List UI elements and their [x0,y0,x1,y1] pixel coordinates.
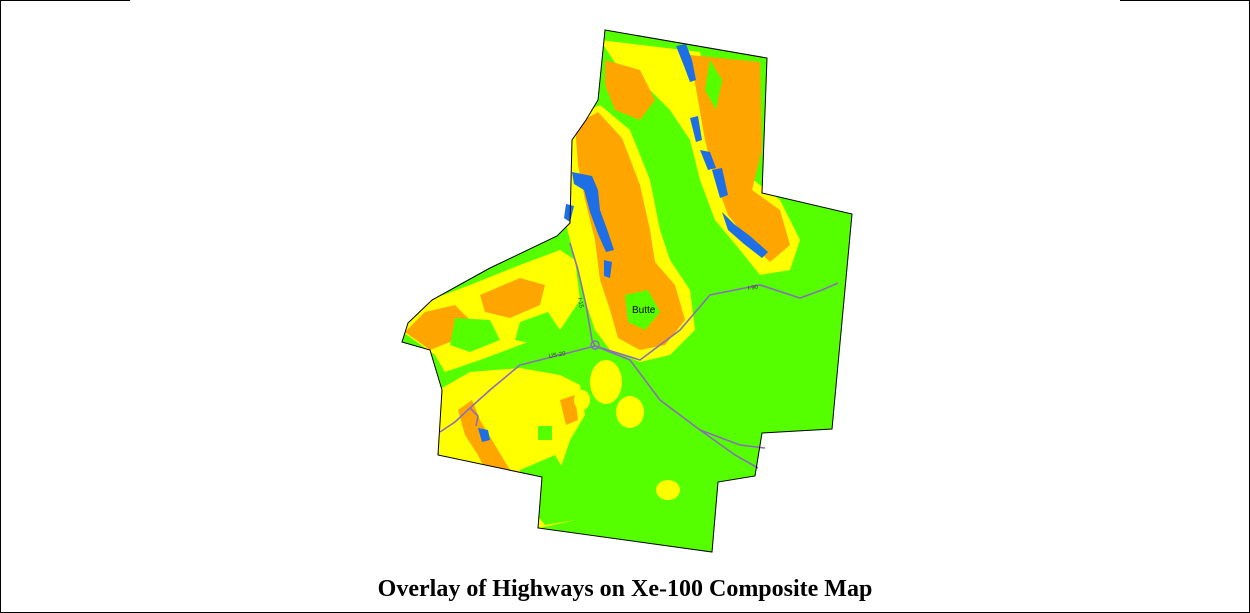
water-north-3 [700,150,716,170]
highway-label-i90: I-90 [747,285,759,292]
highway-us20-west [439,345,596,433]
water-north-2 [690,116,702,142]
highway-label-i15: I-15 [576,297,584,309]
yellow-blob-4 [574,390,590,410]
west-arm-orange-2 [480,278,545,318]
butte-city-marker [590,340,600,350]
orange-sw-patch [560,395,578,425]
water-central-3 [604,260,612,278]
water-sw [478,428,490,442]
highway-south-east [594,345,766,449]
north-green-inlet [705,60,722,110]
central-ridge-green-fleck [625,290,660,330]
highway-south-branch [699,429,759,469]
water-central-1 [572,172,614,252]
county-boundary [401,29,853,553]
frame-top-line-left [0,0,130,1]
north-ridge-orange-west [605,60,655,120]
frame-top-line-right [1120,0,1250,1]
highway-label-us20: US-20 [548,351,566,360]
yellow-blob-1 [590,360,622,404]
city-label-butte: Butte [632,305,656,316]
west-arm-green-2 [515,312,560,345]
central-ridge-orange [575,112,685,350]
west-arm-green-1 [450,318,500,352]
water-features [478,44,768,442]
green-square-patch [538,426,552,440]
water-north-5 [722,212,768,258]
highway-i90-east [594,282,839,361]
yellow-blob-2 [616,396,644,428]
yellow-blob-3 [656,480,680,500]
water-north-4 [712,168,728,198]
map-title: Overlay of Highways on Xe-100 Composite … [377,576,873,602]
highway-sw-spur [469,407,479,427]
water-north-1 [676,44,696,82]
water-central-2 [564,204,574,222]
